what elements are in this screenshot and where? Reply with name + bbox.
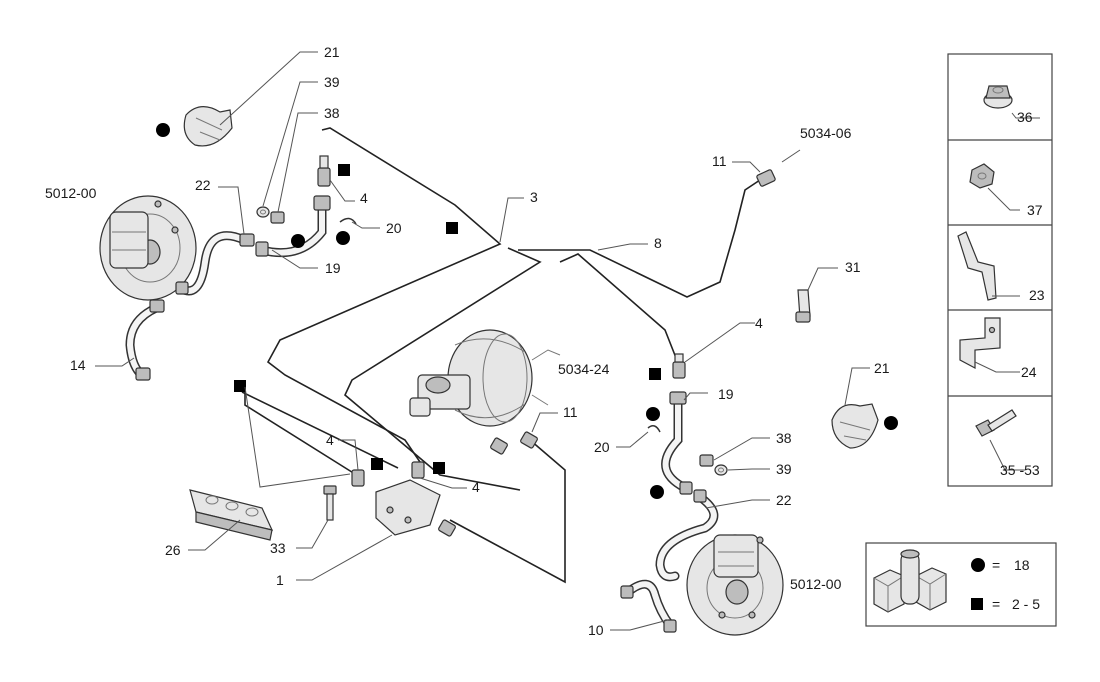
square-symbol	[446, 222, 458, 234]
callout-19-mid: 19	[718, 386, 734, 402]
square-symbol	[649, 368, 661, 380]
callout-20-top: 20	[386, 220, 402, 236]
callout-19-top: 19	[325, 260, 341, 276]
panel-label-24: 24	[1021, 364, 1037, 380]
callout-3: 3	[530, 189, 538, 205]
bracket-24	[959, 317, 1020, 373]
brake-pipe-8	[449, 179, 761, 584]
callout-4-left: 4	[326, 432, 334, 448]
nut-38-top	[270, 211, 285, 224]
callout-5034-24: 5034-24	[558, 361, 610, 377]
fitting-4-mid	[672, 353, 686, 379]
panel-label-23: 23	[1029, 287, 1045, 303]
callout-21-right: 21	[874, 360, 890, 376]
legend-square-value: 2 - 5	[1012, 596, 1040, 612]
nut-38-mid	[699, 454, 714, 467]
circle-symbol	[156, 123, 170, 137]
callout-14: 14	[70, 357, 86, 373]
clip-20-top	[339, 217, 357, 225]
legend-circle-eq: =	[992, 557, 1000, 573]
side-parts-panel: 36 37 23 24 35 -53	[947, 53, 1053, 487]
panel-label-35-53: 35 -53	[1000, 462, 1040, 478]
callout-33: 33	[270, 540, 286, 556]
clip-20-mid	[647, 425, 661, 433]
callout-4-top: 4	[360, 190, 368, 206]
callout-4-mid: 4	[755, 315, 763, 331]
square-symbol	[371, 458, 383, 470]
fittings-11-mid	[490, 431, 538, 455]
brake-pipe-19-mid	[661, 391, 693, 495]
callout-8: 8	[654, 235, 662, 251]
callout-labels: 21 39 38 22 5012-00 4 20 19 3 14 8 11 50…	[45, 44, 890, 638]
brake-booster-master-cylinder	[409, 329, 561, 427]
right-brake-disc-caliper	[686, 534, 784, 636]
panel-label-36: 36	[1017, 109, 1033, 125]
brake-hose-14	[125, 299, 165, 381]
brake-hose-22-left	[175, 231, 255, 296]
clip-21-top	[183, 106, 233, 147]
bracket-23	[957, 231, 1020, 301]
bolt-35-53	[975, 409, 1025, 471]
legend-illustration	[873, 549, 947, 613]
callout-38-mid: 38	[776, 430, 792, 446]
circle-symbol	[650, 485, 664, 499]
brake-pipe-19-top	[255, 195, 331, 258]
callout-26: 26	[165, 542, 181, 558]
circle-symbol	[646, 407, 660, 421]
callout-5012-left: 5012-00	[45, 185, 97, 201]
flange-nut-36	[983, 85, 1040, 119]
brake-hose-10	[620, 579, 677, 633]
circle-symbol	[336, 231, 350, 245]
callout-38-top: 38	[324, 105, 340, 121]
legend-square-eq: =	[992, 596, 1000, 612]
washer-39-mid	[714, 464, 728, 476]
callout-4-low: 4	[472, 479, 480, 495]
legend-square-symbol	[971, 598, 983, 610]
clip-21-right	[831, 403, 879, 449]
callout-10: 10	[588, 622, 604, 638]
brake-pipe-left-lower	[241, 387, 399, 475]
callout-20-mid: 20	[594, 439, 610, 455]
washer-39-top	[256, 206, 270, 218]
callout-22-right: 22	[776, 492, 792, 508]
legend-circle-symbol	[971, 558, 985, 572]
bolt-33	[323, 485, 337, 521]
callout-22-left: 22	[195, 177, 211, 193]
circle-symbol	[291, 234, 305, 248]
callout-11-mid: 11	[563, 404, 578, 420]
legend-circle-value: 18	[1014, 557, 1030, 573]
left-brake-disc-caliper	[99, 195, 197, 301]
square-symbol	[433, 462, 445, 474]
torque-symbols	[156, 123, 898, 499]
clip-block-26	[189, 489, 274, 541]
callout-5012-right: 5012-00	[790, 576, 842, 592]
leader-lines	[95, 51, 870, 631]
callout-11-top: 11	[712, 153, 727, 169]
fitting-11-top	[756, 169, 776, 187]
distributor-block-1	[375, 479, 441, 536]
callout-39-mid: 39	[776, 461, 792, 477]
square-symbol	[338, 164, 350, 176]
nut-37	[969, 163, 1020, 211]
square-symbol	[234, 380, 246, 392]
fitting-4-top	[317, 155, 331, 187]
panel-label-37: 37	[1027, 202, 1043, 218]
callout-31: 31	[845, 259, 861, 275]
brake-pipe-3	[266, 127, 542, 491]
circle-symbol	[884, 416, 898, 430]
torque-legend: = 18 = 2 - 5	[865, 542, 1057, 627]
brake-hose-22-right	[655, 489, 719, 582]
callout-1: 1	[276, 572, 284, 588]
callout-21-top: 21	[324, 44, 340, 60]
callout-5034-06: 5034-06	[800, 125, 852, 141]
fittings-4-lower	[351, 461, 456, 537]
bracket-31	[795, 289, 811, 323]
callout-39-top: 39	[324, 74, 340, 90]
